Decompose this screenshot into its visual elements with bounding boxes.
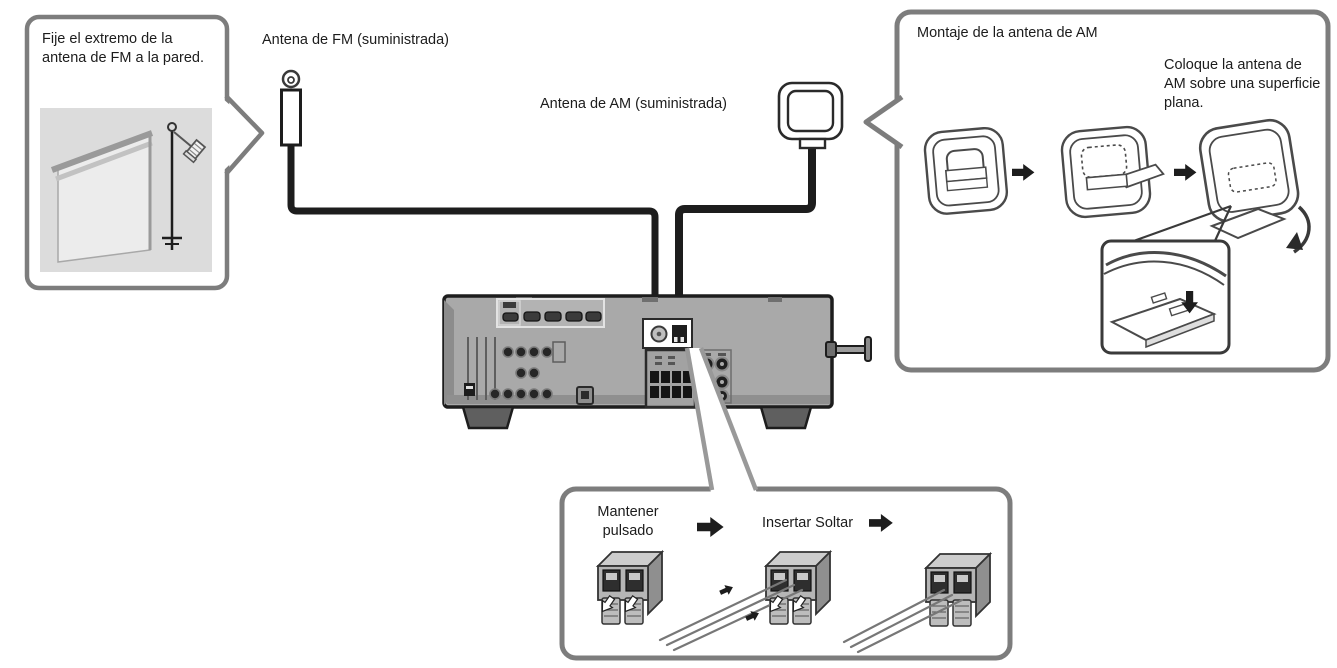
receiver-foot-left (461, 405, 515, 430)
rotate-arrow-icon (1286, 205, 1311, 254)
wire-hold-label: Mantener pulsado (597, 504, 659, 539)
wire-release-label: Soltar (815, 515, 854, 531)
am-antenna-label: Antena de AM (suministrada) (540, 96, 727, 112)
fm-wire-end (162, 122, 182, 250)
wire-insert-label: Insertar (762, 515, 812, 531)
callout-tail (863, 94, 904, 150)
receiver-foot-right (759, 405, 813, 430)
callout-tail (224, 94, 265, 176)
am-mounting-note: Coloque la antena de AM sobre una superf… (1164, 57, 1321, 111)
wire-terminal-step3 (842, 553, 991, 654)
speaker-wire-steps (596, 514, 991, 654)
fm-antenna-icon (280, 69, 302, 147)
am-mounting-title: Montaje de la antena de AM (917, 25, 1098, 41)
digital-optical-port (576, 386, 594, 405)
am-cable (675, 147, 816, 325)
am-stand-detail-inset (1100, 239, 1231, 355)
am-loop-antenna-icon (777, 81, 844, 150)
am-antenna-step3 (1198, 118, 1311, 254)
screw-icon (173, 131, 207, 164)
detail-pointer-lines (1127, 204, 1232, 245)
am-antenna-step1 (923, 126, 1009, 215)
fm-antenna-label: Antena de FM (suministrada) (262, 32, 449, 48)
am-mounting-box (863, 9, 1331, 373)
speaker-terminals (644, 348, 697, 409)
wire-terminal-step2 (658, 551, 831, 652)
power-cord (825, 336, 872, 362)
fm-wall-note: Fije el extremo de la antena de FM a la … (42, 31, 205, 66)
receiver-back-panel (442, 294, 872, 430)
fm-wall-callout-box (24, 14, 265, 291)
fm-cable (287, 145, 659, 327)
hdmi-ports (496, 298, 605, 328)
antenna-terminal (642, 318, 693, 349)
audio-input-jacks (464, 337, 566, 400)
callout-funnel (684, 347, 759, 493)
wall-mount-illustration (40, 108, 212, 272)
am-antenna-step2 (1060, 125, 1165, 219)
